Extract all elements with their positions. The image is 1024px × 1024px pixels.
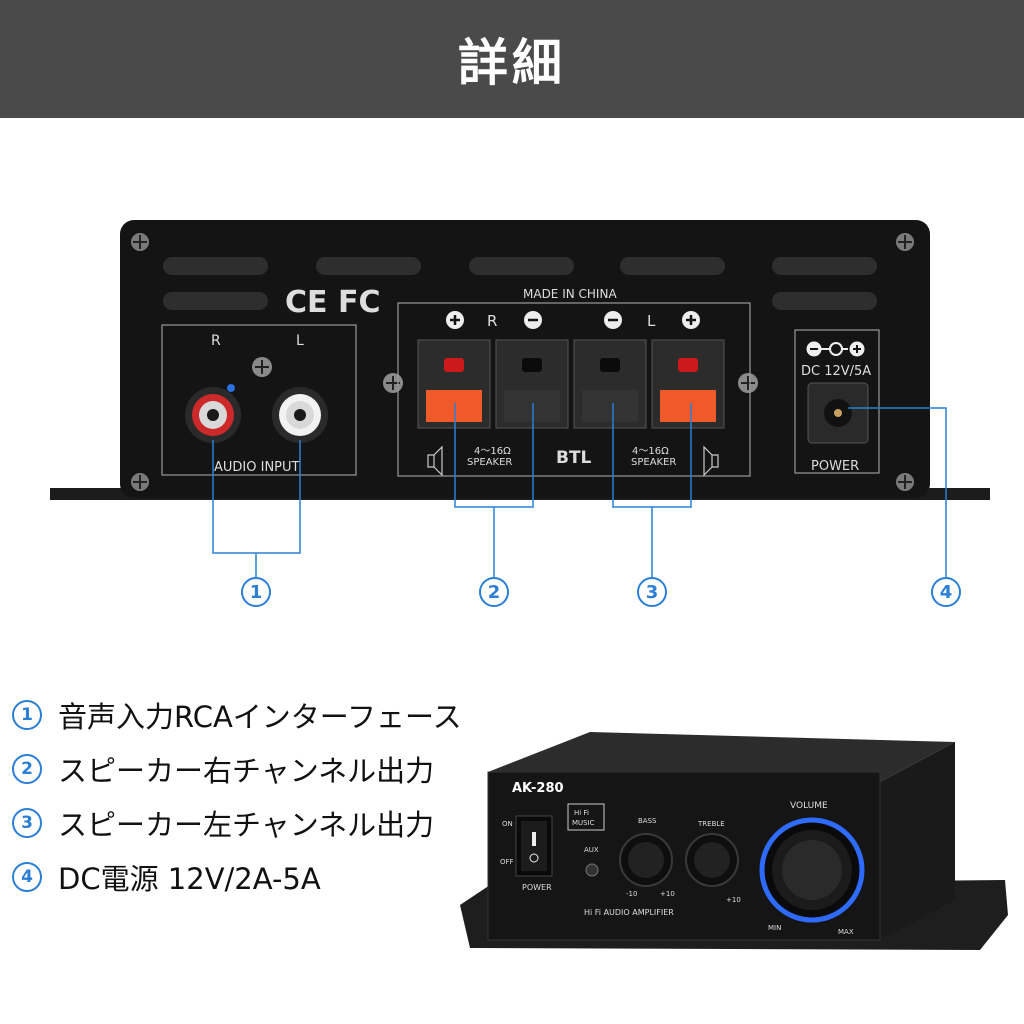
legend-text: 音声入力RCAインターフェース <box>58 700 462 734</box>
header-bar: 詳細 <box>0 0 1024 118</box>
legend-number: 3 <box>12 808 42 838</box>
legend-number: 2 <box>12 754 42 784</box>
polarity-icons <box>446 311 700 329</box>
speaker-icon <box>427 445 719 477</box>
rca-jack-right[interactable] <box>185 384 241 443</box>
callout-3: 3 <box>637 577 667 607</box>
bass-label: BASS <box>638 817 657 825</box>
amplifier-front-view: AK-280 Hi Fi MUSIC ON OFF POWER AUX BASS… <box>460 720 1020 960</box>
amp-side <box>880 742 955 940</box>
volume-knob[interactable] <box>759 817 865 923</box>
bass-knob[interactable] <box>619 833 673 887</box>
treble-knob[interactable] <box>685 833 739 887</box>
rca-jack-left[interactable] <box>272 387 328 443</box>
audio-input-label: AUDIO INPUT <box>214 460 300 475</box>
hifi-badge <box>567 803 605 831</box>
legend-text: DC電源 12V/2A-5A <box>58 862 321 896</box>
legend-item: 3 スピーカー左チャンネル出力 <box>12 796 492 850</box>
speaker-terminal-r-plus[interactable] <box>417 339 491 429</box>
speaker-r-text: SPEAKER <box>467 457 512 468</box>
input-r-label: R <box>211 333 221 349</box>
hifi-badge-line2: MUSIC <box>572 819 595 827</box>
input-l-label: L <box>296 333 304 349</box>
model-label: AK-280 <box>512 781 564 796</box>
speaker-box <box>397 302 751 477</box>
impedance-r: 4～16Ω <box>474 446 511 457</box>
off-label: OFF <box>500 858 514 866</box>
amplifier-label: Hi Fi AUDIO AMPLIFIER <box>584 908 674 917</box>
power-switch[interactable] <box>515 815 553 877</box>
amp-top <box>488 732 955 782</box>
treble-label: TREBLE <box>697 820 725 828</box>
callout-2: 2 <box>479 577 509 607</box>
speaker-terminal-l-minus[interactable] <box>573 339 647 429</box>
speaker-terminal-r-minus[interactable] <box>495 339 569 429</box>
btl-label: BTL <box>556 448 592 468</box>
feature-legend: 1 音声入力RCAインターフェース 2 スピーカー右チャンネル出力 3 スピーカ… <box>12 688 492 904</box>
legend-text: スピーカー右チャンネル出力 <box>58 754 435 788</box>
legend-text: スピーカー左チャンネル出力 <box>58 808 435 842</box>
callout-lines <box>212 403 947 577</box>
dc-power-jack[interactable] <box>807 382 869 444</box>
legend-number: 1 <box>12 700 42 730</box>
volume-min-label: MIN <box>768 924 781 932</box>
page-title: 詳細 <box>458 34 566 92</box>
impedance-l: 4～16Ω <box>632 446 669 457</box>
dc-polarity-icon <box>806 341 865 357</box>
aux-label: AUX <box>584 846 599 854</box>
power-label: POWER <box>811 459 859 474</box>
callout-1: 1 <box>241 577 271 607</box>
aux-jack[interactable] <box>585 863 599 877</box>
power-switch-label: POWER <box>522 883 552 892</box>
cert-marks: CE FC <box>285 285 380 320</box>
speaker-r-label: R <box>487 312 497 330</box>
legend-item: 4 DC電源 12V/2A-5A <box>12 850 492 904</box>
speaker-terminal-l-plus[interactable] <box>651 339 725 429</box>
treble-max-label: +10 <box>726 896 741 904</box>
dc-rating-label: DC 12V/5A <box>801 364 871 379</box>
on-label: ON <box>502 820 513 828</box>
bass-max-label: +10 <box>660 890 675 898</box>
amplifier-illustration: AK-280 Hi Fi MUSIC ON OFF POWER AUX BASS… <box>460 732 1008 950</box>
speaker-l-label: L <box>647 312 656 330</box>
speaker-l-text: SPEAKER <box>631 457 676 468</box>
audio-input-box <box>161 324 357 476</box>
hifi-badge-line1: Hi Fi <box>574 809 589 817</box>
power-box <box>794 329 880 474</box>
volume-max-label: MAX <box>838 928 854 936</box>
vent-slots <box>163 257 877 310</box>
rear-panel-diagram: CE FC R L AUDIO INPUT MADE IN CHINA R <box>0 200 1024 620</box>
bass-min-label: -10 <box>626 890 637 898</box>
volume-label: VOLUME <box>790 801 828 811</box>
rear-panel-illustration: CE FC R L AUDIO INPUT MADE IN CHINA R <box>50 220 990 577</box>
legend-number: 4 <box>12 862 42 892</box>
legend-item: 2 スピーカー右チャンネル出力 <box>12 742 492 796</box>
made-in-label: MADE IN CHINA <box>523 287 617 301</box>
legend-item: 1 音声入力RCAインターフェース <box>12 688 492 742</box>
callout-4: 4 <box>931 577 961 607</box>
